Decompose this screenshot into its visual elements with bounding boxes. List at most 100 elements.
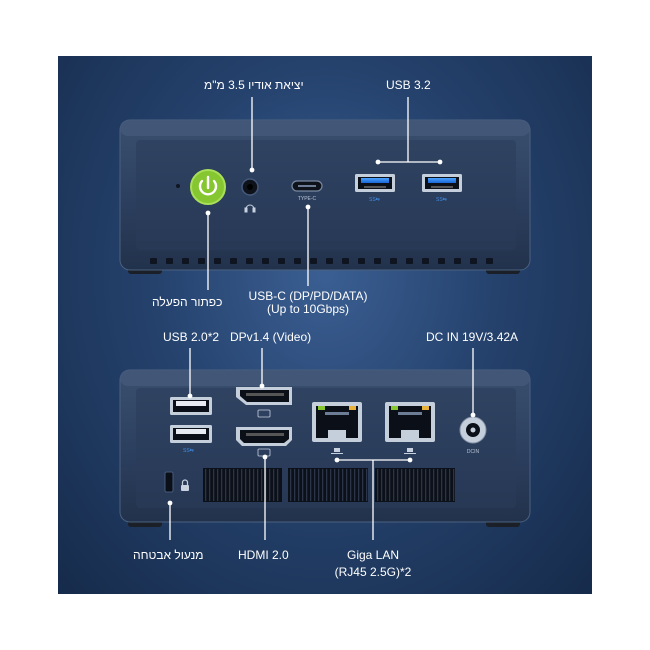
heatsink-fin <box>401 469 403 501</box>
heatsink-fin <box>366 469 368 501</box>
usb20-port-bottom[interactable] <box>170 425 212 443</box>
heatsink-fin <box>253 469 255 501</box>
rear-unit: SS⇆ <box>119 369 531 527</box>
lan-label-line2: (RJ45 2.5G)*2 <box>334 565 412 579</box>
lock-icon <box>181 479 189 491</box>
hdmi-label: HDMI 2.0 <box>238 548 289 562</box>
heatsink-fin <box>342 469 344 501</box>
vent-slot <box>342 258 349 264</box>
heatsink-fin <box>237 469 239 501</box>
vent-slot <box>390 258 397 264</box>
vent-slot <box>198 258 205 264</box>
usb32-port-right[interactable] <box>422 174 462 192</box>
usb-ss-icon: SS⇆ SS⇆ <box>369 197 447 203</box>
heatsink-fin <box>213 469 215 501</box>
network-icon <box>331 448 416 454</box>
vent-slot <box>438 258 445 264</box>
usbc-label-line2: (Up to 10Gbps) <box>266 302 350 316</box>
heatsink-fin <box>393 469 395 501</box>
heatsink-fin <box>205 469 207 501</box>
heatsink-fin <box>233 469 235 501</box>
dcin-label: DC IN 19V/3.42A <box>426 330 519 344</box>
usb32-port-left[interactable] <box>355 174 395 192</box>
vent-slot <box>262 258 269 264</box>
vent-slot <box>150 258 157 264</box>
heatsink-block <box>375 468 455 502</box>
lan-port-left[interactable] <box>312 402 362 442</box>
vent-slot <box>294 258 301 264</box>
heatsink-fin <box>310 469 312 501</box>
heatsink-fin <box>277 469 279 501</box>
front-callouts <box>205 97 443 290</box>
usbc-label-line1: USB-C (DP/PD/DATA) <box>248 289 368 303</box>
heatsink-fin <box>381 469 383 501</box>
heatsink-fin <box>273 469 275 501</box>
heatsink-fin <box>318 469 320 501</box>
front-vent-slots <box>150 258 493 264</box>
heatsink-fin <box>257 469 259 501</box>
heatsink-fins <box>203 468 455 502</box>
vent-slot <box>486 258 493 264</box>
heatsink-fin <box>413 469 415 501</box>
vent-slot <box>246 258 253 264</box>
audio-jack-label: יציאת אודיו 3.5 מ"מ <box>204 78 304 92</box>
heatsink-fin <box>385 469 387 501</box>
heatsink-fin <box>441 469 443 501</box>
vent-slot <box>278 258 285 264</box>
heatsink-fin <box>261 469 263 501</box>
security-lock-label: מנעול אבטחה <box>133 548 204 562</box>
heatsink-fin <box>229 469 231 501</box>
heatsink-fin <box>298 469 300 501</box>
typec-port-text: TYPE-C <box>298 196 317 202</box>
heatsink-fin <box>449 469 451 501</box>
heatsink-block <box>288 468 368 502</box>
usb32-label: USB 3.2 <box>386 78 431 92</box>
power-icon <box>198 175 218 196</box>
dcin-port-text: DCIN <box>467 449 480 455</box>
heatsink-fin <box>290 469 292 501</box>
heatsink-fin <box>245 469 247 501</box>
usb20-port-top[interactable] <box>170 397 212 415</box>
svg-text:SS⇆: SS⇆ <box>436 197 447 203</box>
security-lock-slot[interactable] <box>164 471 174 493</box>
usb20-label: USB 2.0*2 <box>163 330 220 344</box>
status-led <box>176 184 180 188</box>
heatsink-fin <box>354 469 356 501</box>
vent-slot <box>182 258 189 264</box>
vent-slot <box>230 258 237 264</box>
heatsink-fin <box>350 469 352 501</box>
heatsink-fin <box>326 469 328 501</box>
heatsink-fin <box>405 469 407 501</box>
rear-callouts <box>167 348 476 540</box>
heatsink-fin <box>217 469 219 501</box>
heatsink-fin <box>346 469 348 501</box>
vent-slot <box>470 258 477 264</box>
vent-slot <box>374 258 381 264</box>
heatsink-fin <box>437 469 439 501</box>
vent-slot <box>454 258 461 264</box>
heatsink-fin <box>269 469 271 501</box>
displayport-port[interactable] <box>236 387 292 405</box>
vent-slot <box>214 258 221 264</box>
heatsink-fin <box>306 469 308 501</box>
heatsink-fin <box>409 469 411 501</box>
hdmi-port[interactable] <box>236 427 292 446</box>
heatsink-fin <box>294 469 296 501</box>
heatsink-fin <box>209 469 211 501</box>
heatsink-fin <box>417 469 419 501</box>
vent-slot <box>422 258 429 264</box>
heatsink-fin <box>358 469 360 501</box>
dp-logo-icon <box>257 409 271 418</box>
vent-slot <box>166 258 173 264</box>
front-unit: TYPE-C SS⇆ SS⇆ <box>119 119 531 274</box>
heatsink-fin <box>225 469 227 501</box>
usb-ss-icon-rear: SS⇆ <box>183 448 194 454</box>
heatsink-fin <box>433 469 435 501</box>
heatsink-fin <box>338 469 340 501</box>
lan-port-right[interactable] <box>385 402 435 442</box>
heatsink-fin <box>334 469 336 501</box>
heatsink-fin <box>241 469 243 501</box>
heatsink-fin <box>249 469 251 501</box>
heatsink-fin <box>221 469 223 501</box>
